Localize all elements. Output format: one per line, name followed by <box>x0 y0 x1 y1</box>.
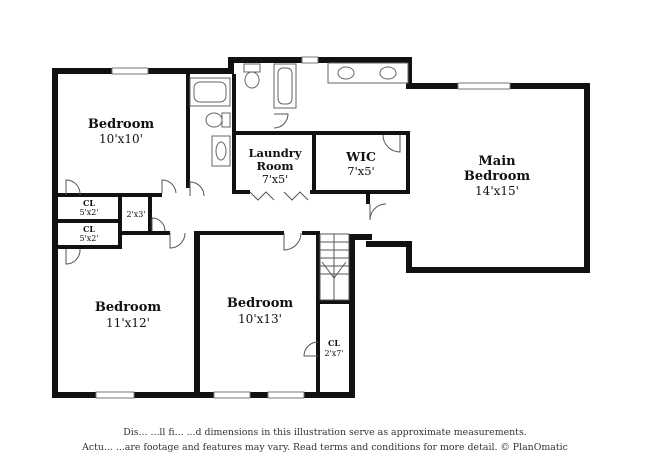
disclaimer-line-1: Dis... ...ll fi... ...d dimensions in th… <box>123 427 527 438</box>
room-name-cl-upper: CL <box>83 198 95 208</box>
room-dims-wic: 7'x5' <box>347 164 374 178</box>
outer-walls <box>52 57 590 398</box>
room-name-laundry-line1: Laundry <box>248 146 301 160</box>
room-labels: Bedroom 10'x10' Bedroom 11'x12' Bedroom … <box>79 117 530 358</box>
interior-walls <box>58 74 410 398</box>
disclaimer: Dis... ...ll fi... ...d dimensions in th… <box>0 425 650 455</box>
bathroom-fixtures <box>189 62 409 167</box>
room-dims-cl-lower: 5'x2' <box>79 234 98 243</box>
disclaimer-line-2: Actu... ...are footage and features may … <box>82 442 568 453</box>
stairs <box>319 233 350 301</box>
room-dims-cl-right: 2'x7' <box>324 349 343 358</box>
room-dims-bedroom-sw: 11'x12' <box>106 316 150 330</box>
windows <box>95 56 511 399</box>
room-name-main-bedroom-line1: Main <box>478 154 516 169</box>
room-name-bedroom-nw: Bedroom <box>88 117 155 132</box>
room-dims-laundry: 7'x5' <box>262 173 288 186</box>
room-dims-bedroom-center: 10'x13' <box>238 312 282 326</box>
room-dims-cl-hall: 2'x3' <box>126 210 145 219</box>
room-name-cl-lower: CL <box>83 224 95 234</box>
room-name-bedroom-center: Bedroom <box>227 296 294 311</box>
room-name-main-bedroom-line2: Bedroom <box>464 169 531 184</box>
room-name-laundry-line2: Room <box>256 159 293 173</box>
room-name-bedroom-sw: Bedroom <box>95 300 162 315</box>
room-name-wic: WIC <box>345 149 376 164</box>
room-dims-cl-upper: 5'x2' <box>79 208 98 217</box>
room-name-cl-right: CL <box>328 338 340 348</box>
doors <box>65 113 401 357</box>
room-dims-main-bedroom: 14'x15' <box>475 184 519 198</box>
room-dims-bedroom-nw: 10'x10' <box>99 132 143 146</box>
